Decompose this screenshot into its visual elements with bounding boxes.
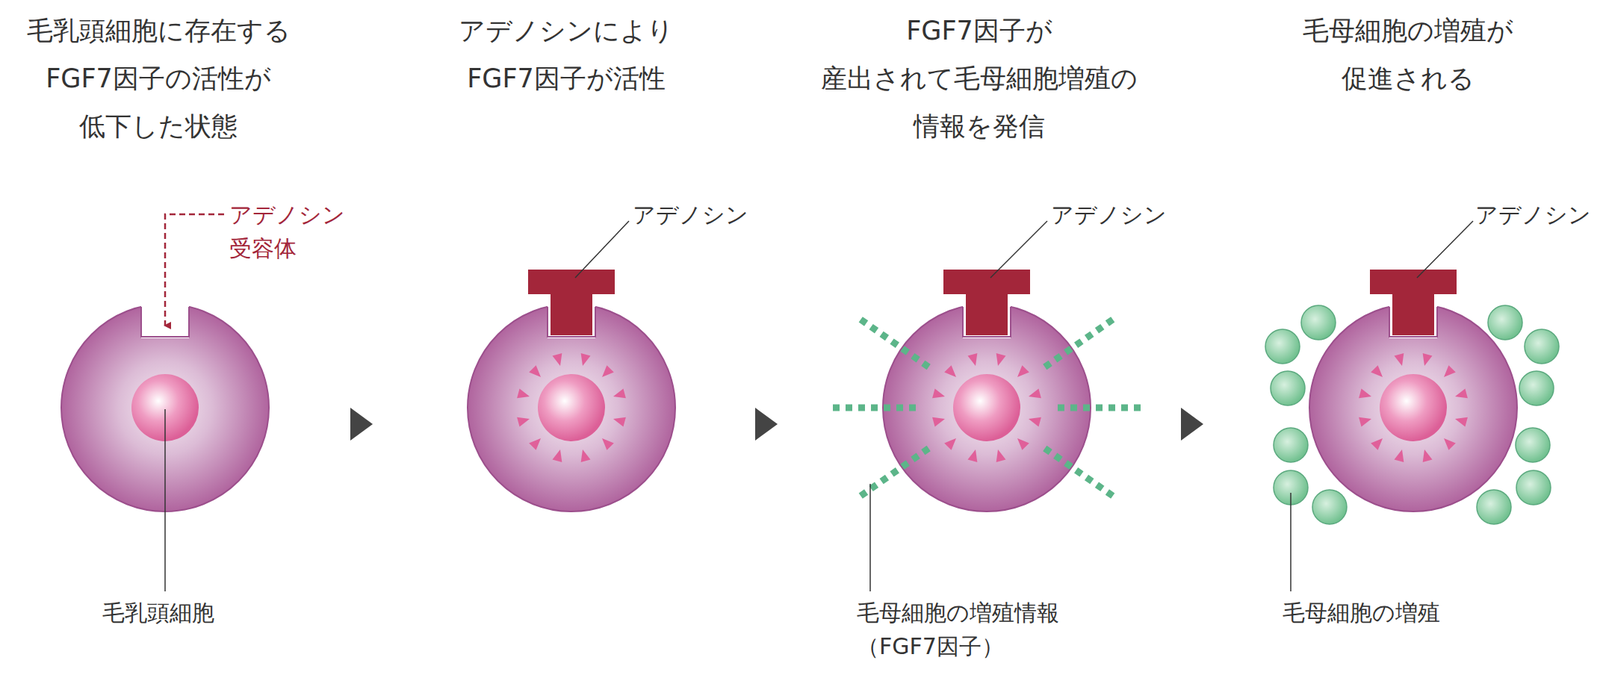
nucleus [537,374,606,442]
activation-mark [996,353,1007,367]
activation-mark [932,389,945,399]
activation-mark [1422,353,1433,367]
activation-mark [968,449,978,463]
matrix-cell [1515,428,1550,463]
activation-mark [1017,438,1030,451]
part-label: アデノシン [632,197,768,232]
activation-mark [1394,449,1405,463]
leader-line [990,221,1048,278]
leader-line [575,221,629,278]
activation-mark [932,417,945,428]
signal-ray [828,404,916,412]
signal-ray [856,448,929,499]
activation-mark [528,365,541,378]
papilla-cell [882,269,1091,512]
activation-mark [613,389,626,399]
receptor-pointer [165,214,225,326]
signal-ray [856,316,929,367]
part-label: 毛乳頭細胞 [102,596,260,630]
matrix-cell [1487,305,1523,340]
activation-mark [968,353,978,367]
step-heading: 毛母細胞の増殖が 促進される [1290,6,1527,103]
leader-line [1290,492,1292,592]
papilla-cell [467,269,676,512]
matrix-cell [1519,371,1554,406]
part-label: アデノシン [1475,197,1592,232]
activation-mark [528,438,541,451]
signal-ray [1045,316,1117,367]
activation-mark [1358,417,1372,428]
papilla-cell [1309,269,1518,512]
activation-mark [602,438,615,451]
receptor-label: アデノシン 受容体 [229,197,364,266]
step-arrow [1180,407,1204,441]
activation-mark [1443,438,1456,451]
activation-mark [1443,365,1456,378]
activation-mark [944,438,957,451]
matrix-cell [1476,490,1512,525]
activation-mark [602,365,615,378]
activation-mark [581,449,591,463]
part-label: アデノシン [1050,197,1186,232]
step-arrow [350,407,373,441]
activation-mark [1028,417,1042,428]
activation-mark [1370,365,1383,378]
matrix-cell [1270,371,1305,406]
adenosine [528,269,615,336]
part-label: 毛母細胞の増殖 [1282,596,1462,630]
activation-mark [552,353,563,367]
activation-mark [1455,389,1468,399]
adenosine [1369,269,1457,336]
activation-mark [996,449,1007,463]
nucleus [953,374,1021,442]
activation-mark [1394,353,1405,367]
matrix-cell [1312,490,1347,525]
activation-mark [581,353,591,367]
leader-line [1416,221,1474,278]
step-arrow [755,407,778,441]
adenosine [943,269,1031,336]
part-label: 毛母細胞の増殖情報 （FGF7因子） [856,596,1081,664]
activation-mark [1422,449,1433,463]
activation-mark [516,417,530,428]
activation-mark [613,417,626,428]
nucleus [1379,374,1447,442]
matrix-cell [1273,428,1308,463]
activation-mark [552,449,563,463]
signal-ray [1057,404,1146,412]
matrix-cell [1516,470,1551,505]
step-heading: FGF7因子が 産出されて毛母細胞増殖の 情報を発信 [809,6,1150,151]
matrix-cell [1265,329,1300,364]
activation-mark [1455,417,1468,428]
signal-ray [1045,448,1117,499]
step-heading: 毛乳頭細胞に存在する FGF7因子の活性が 低下した状態 [14,6,303,151]
activation-mark [1370,438,1383,451]
step-heading: アデノシンにより FGF7因子が活性 [435,6,697,103]
matrix-cell [1524,329,1559,364]
activation-mark [1017,365,1030,378]
matrix-cell [1301,305,1336,340]
activation-mark [944,365,957,378]
activation-mark [1028,389,1042,399]
leader-line [164,409,166,592]
activation-mark [1358,389,1372,399]
leader-line [869,484,871,592]
activation-mark [516,389,530,399]
